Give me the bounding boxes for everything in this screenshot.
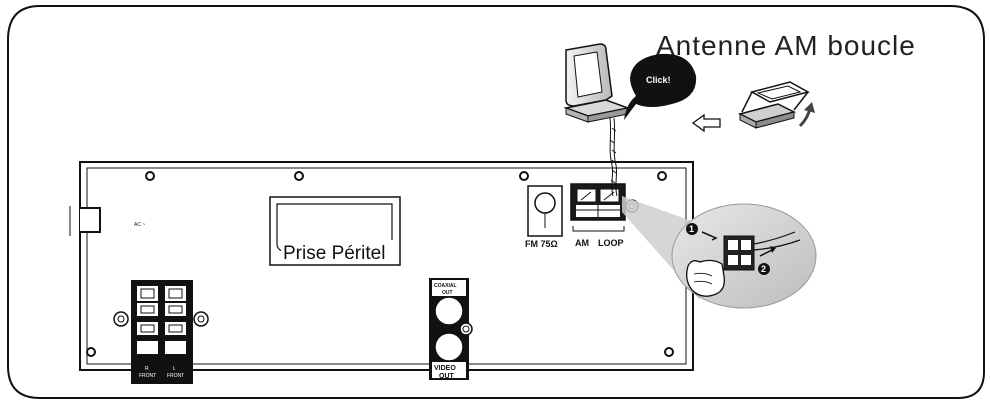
coaxial-out-label: OUT bbox=[442, 290, 453, 296]
am-label: AM bbox=[575, 238, 589, 248]
loop-label: LOOP bbox=[598, 238, 624, 248]
rear-panel: AC ~ Prise Péritel FM 75Ω AM bbox=[69, 161, 694, 384]
fm-jack: FM 75Ω bbox=[525, 185, 563, 249]
speaker-r-label: R bbox=[145, 366, 149, 372]
folded-antenna bbox=[737, 81, 815, 129]
speaker-r-front-label: FRONT bbox=[139, 373, 156, 379]
step-1-marker bbox=[686, 223, 698, 235]
coaxial-label: COAXIAL bbox=[434, 283, 457, 289]
step-2-marker bbox=[758, 263, 770, 275]
coaxial-video-block: COAXIAL OUT VIDEO OUT bbox=[429, 278, 473, 380]
connection-zoom-inset: 1 2 bbox=[622, 196, 817, 309]
video-out-label: OUT bbox=[439, 373, 455, 380]
speaker-l-front-label: FRONT bbox=[167, 373, 184, 379]
screw-holes bbox=[86, 171, 674, 357]
diagram-title: Antenne AM boucle bbox=[656, 30, 916, 61]
arrow-left-icon bbox=[691, 113, 721, 133]
speaker-terminals: R FRONT L FRONT bbox=[113, 280, 209, 384]
scart-connector: Prise Péritel bbox=[269, 196, 401, 266]
am-loop-antenna bbox=[563, 43, 631, 197]
fm-label: FM 75Ω bbox=[525, 239, 558, 249]
scart-label: Prise Péritel bbox=[283, 243, 385, 264]
step-1-label: 1 bbox=[689, 224, 694, 234]
step-2-label: 2 bbox=[761, 264, 766, 274]
click-callout: Click! bbox=[624, 53, 697, 120]
video-label: VIDEO bbox=[434, 365, 456, 372]
speaker-l-label: L bbox=[173, 366, 176, 372]
click-label: Click! bbox=[646, 75, 671, 85]
ac-label: AC ~ bbox=[134, 222, 145, 228]
